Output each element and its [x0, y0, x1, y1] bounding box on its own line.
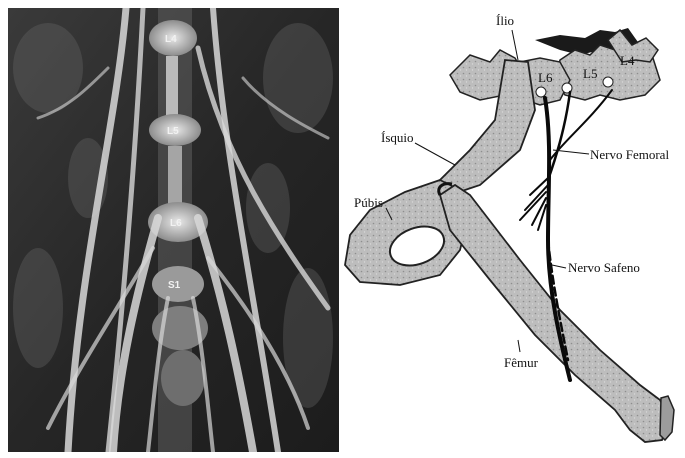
- label-l5: L5: [583, 66, 597, 81]
- photo-label-s1: S1: [168, 280, 181, 291]
- label-femur: Fêmur: [504, 355, 539, 370]
- label-isquio: Ísquio: [381, 130, 414, 145]
- label-l4: L4: [620, 53, 635, 68]
- femur-condyle: [660, 396, 674, 440]
- label-pubis: Púbis: [354, 195, 383, 210]
- photo-label-l5: L5: [167, 126, 179, 137]
- dissection-photo: L4 L5 L6 S1: [8, 8, 339, 452]
- label-ilio: Ílio: [496, 13, 514, 28]
- label-nervo-femoral: Nervo Femoral: [590, 147, 669, 162]
- label-nervo-safeno: Nervo Safeno: [568, 260, 640, 275]
- schematic-diagram: Ílio L6 L5 L4 Ísquio Nervo Femoral Púbis…: [340, 0, 685, 458]
- dissection-photo-drawing: L4 L5 L6 S1: [8, 8, 339, 452]
- label-l6: L6: [538, 70, 553, 85]
- photo-label-l4: L4: [165, 34, 177, 45]
- photo-label-l6: L6: [170, 218, 182, 229]
